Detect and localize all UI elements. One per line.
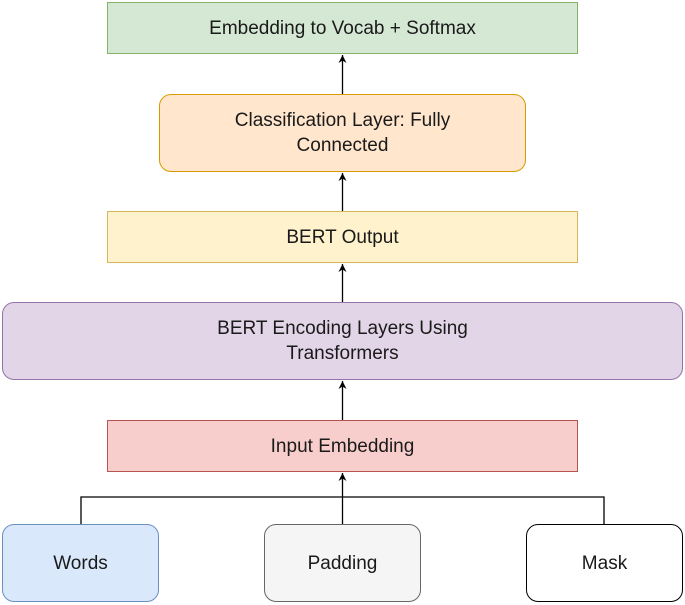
padding-node: Padding — [264, 524, 421, 602]
classification-layer-label: Classification Layer: Fully Connected — [234, 110, 451, 156]
softmax-label: Embedding to Vocab + Softmax — [209, 17, 476, 39]
bert-output-label: BERT Output — [286, 226, 399, 248]
mask-label: Mask — [581, 552, 628, 574]
padding-label: Padding — [307, 552, 378, 574]
mask-node: Mask — [526, 524, 683, 602]
bert-output-node: BERT Output — [107, 211, 578, 263]
input-embedding-node: Input Embedding — [107, 420, 578, 472]
words-label: Words — [53, 552, 108, 574]
bert-encoding-layers-label: BERT Encoding Layers Using Transformers — [217, 318, 468, 364]
softmax-node: Embedding to Vocab + Softmax — [107, 2, 578, 54]
classification-layer-node: Classification Layer: Fully Connected — [159, 94, 526, 172]
bert-encoding-layers-node: BERT Encoding Layers Using Transformers — [2, 302, 683, 380]
input-embedding-label: Input Embedding — [270, 435, 415, 457]
words-node: Words — [2, 524, 159, 602]
